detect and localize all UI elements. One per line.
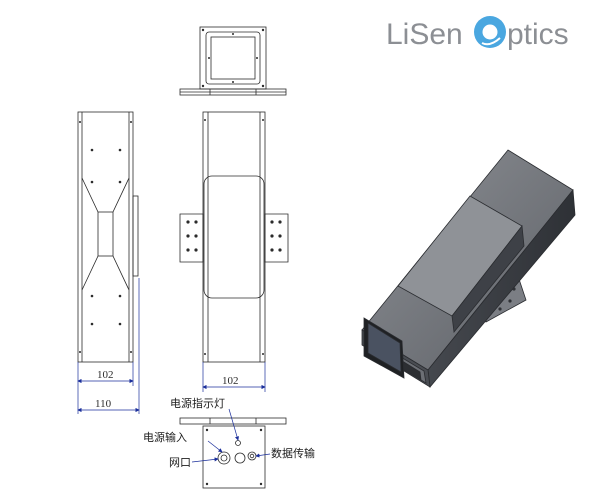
- side-taper-left: [81, 177, 99, 291]
- end-face-flange: [205, 31, 261, 85]
- side-view: [77, 111, 139, 363]
- logo-o-icon: [474, 16, 506, 48]
- side-taper-right: [112, 177, 130, 291]
- network-port-connector: [234, 452, 246, 464]
- isometric-render: [361, 149, 576, 388]
- logo-text-after: ptics: [507, 18, 569, 51]
- callout-power-indicator: 电源指示灯: [170, 396, 225, 410]
- side-dimensions: [77, 278, 140, 414]
- callout-power-input: 电源输入: [143, 430, 187, 444]
- logo-text-before: LiSen: [386, 18, 463, 51]
- dim-side-102: 102: [97, 369, 114, 381]
- callout-network-port: 网口: [169, 456, 191, 469]
- side-mount-bracket: [132, 195, 139, 277]
- flange-holes: [186, 119, 282, 355]
- front-dimensions: [202, 362, 266, 392]
- brand-logo: LiSen ptics: [386, 16, 569, 51]
- front-band: [203, 175, 265, 299]
- front-right-flange: [264, 213, 289, 263]
- front-view: [179, 111, 289, 363]
- side-housing: [77, 111, 134, 363]
- callout-data-transmission: 数据传输: [271, 446, 315, 460]
- end-face-screws: [201, 28, 265, 88]
- front-left-flange: [179, 213, 204, 263]
- front-housing: [202, 111, 266, 363]
- dim-front-102: 102: [222, 375, 239, 387]
- end-face-window: [210, 36, 256, 80]
- data-port-connector: [247, 451, 257, 461]
- power-input-connector: [217, 451, 231, 465]
- top-view: [179, 26, 287, 96]
- callout-leaders: [191, 408, 271, 463]
- power-indicator-led: [235, 440, 241, 446]
- side-holes: [79, 121, 132, 353]
- dim-side-110: 110: [95, 398, 112, 410]
